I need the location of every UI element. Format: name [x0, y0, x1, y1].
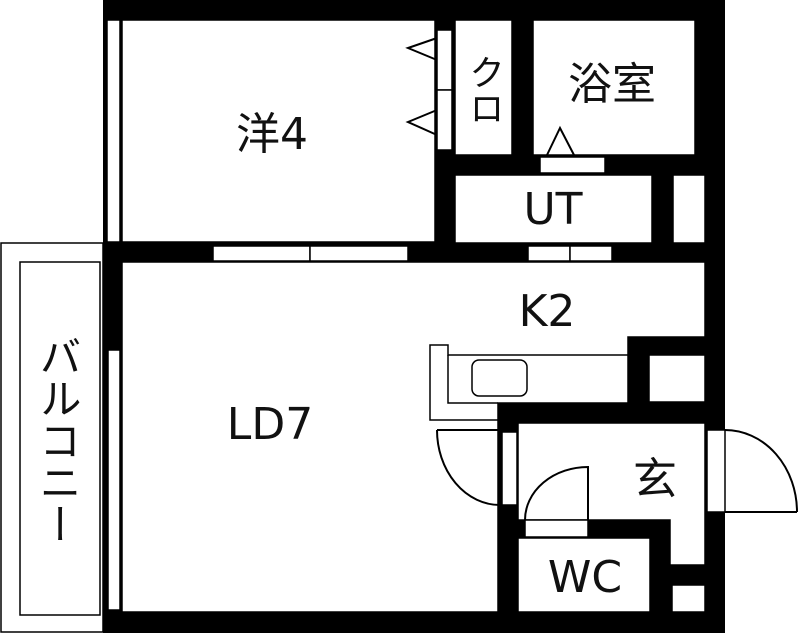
storage-cell — [671, 584, 706, 613]
label-toilet: WC — [547, 552, 623, 603]
label-bath: 浴室 — [568, 59, 656, 110]
utility-sliding-door-left[interactable] — [527, 245, 571, 262]
room-western — [121, 19, 436, 243]
room-entrance — [517, 422, 706, 566]
toilet-door-arc-icon — [524, 465, 589, 521]
utility-sliding-door-right[interactable] — [569, 245, 613, 262]
label-utility: UT — [523, 184, 583, 235]
utility-cell — [672, 174, 706, 244]
western-sliding-door-right[interactable] — [309, 245, 409, 262]
kitchen-cell — [648, 354, 706, 403]
sink-icon — [471, 359, 528, 397]
living-door[interactable] — [501, 431, 518, 506]
closet-door-swing-icon — [405, 37, 438, 136]
label-kitchen: K2 — [518, 286, 576, 337]
bath-door-swing-icon — [546, 125, 575, 156]
label-balcony: バルコニー — [33, 335, 82, 545]
label-closet: クロ — [463, 54, 504, 126]
toilet-door[interactable] — [524, 519, 589, 538]
label-entrance: 玄 — [633, 454, 677, 505]
label-western: 洋4 — [236, 109, 308, 160]
window-living — [107, 349, 121, 611]
western-sliding-door-left[interactable] — [212, 245, 311, 262]
label-living: LD7 — [226, 399, 314, 450]
room-toilet — [517, 537, 651, 613]
front-door-arc-icon — [724, 429, 798, 513]
living-door-arc-icon — [436, 429, 501, 506]
closet-door-bottom[interactable] — [436, 89, 453, 151]
room-utility — [454, 174, 653, 244]
closet-door-top[interactable] — [436, 29, 453, 91]
room-bath — [532, 19, 696, 156]
balcony-inner — [19, 261, 101, 616]
bath-door[interactable] — [539, 156, 606, 174]
room-closet — [454, 19, 513, 156]
window-western — [106, 19, 121, 243]
front-door[interactable] — [706, 429, 726, 513]
